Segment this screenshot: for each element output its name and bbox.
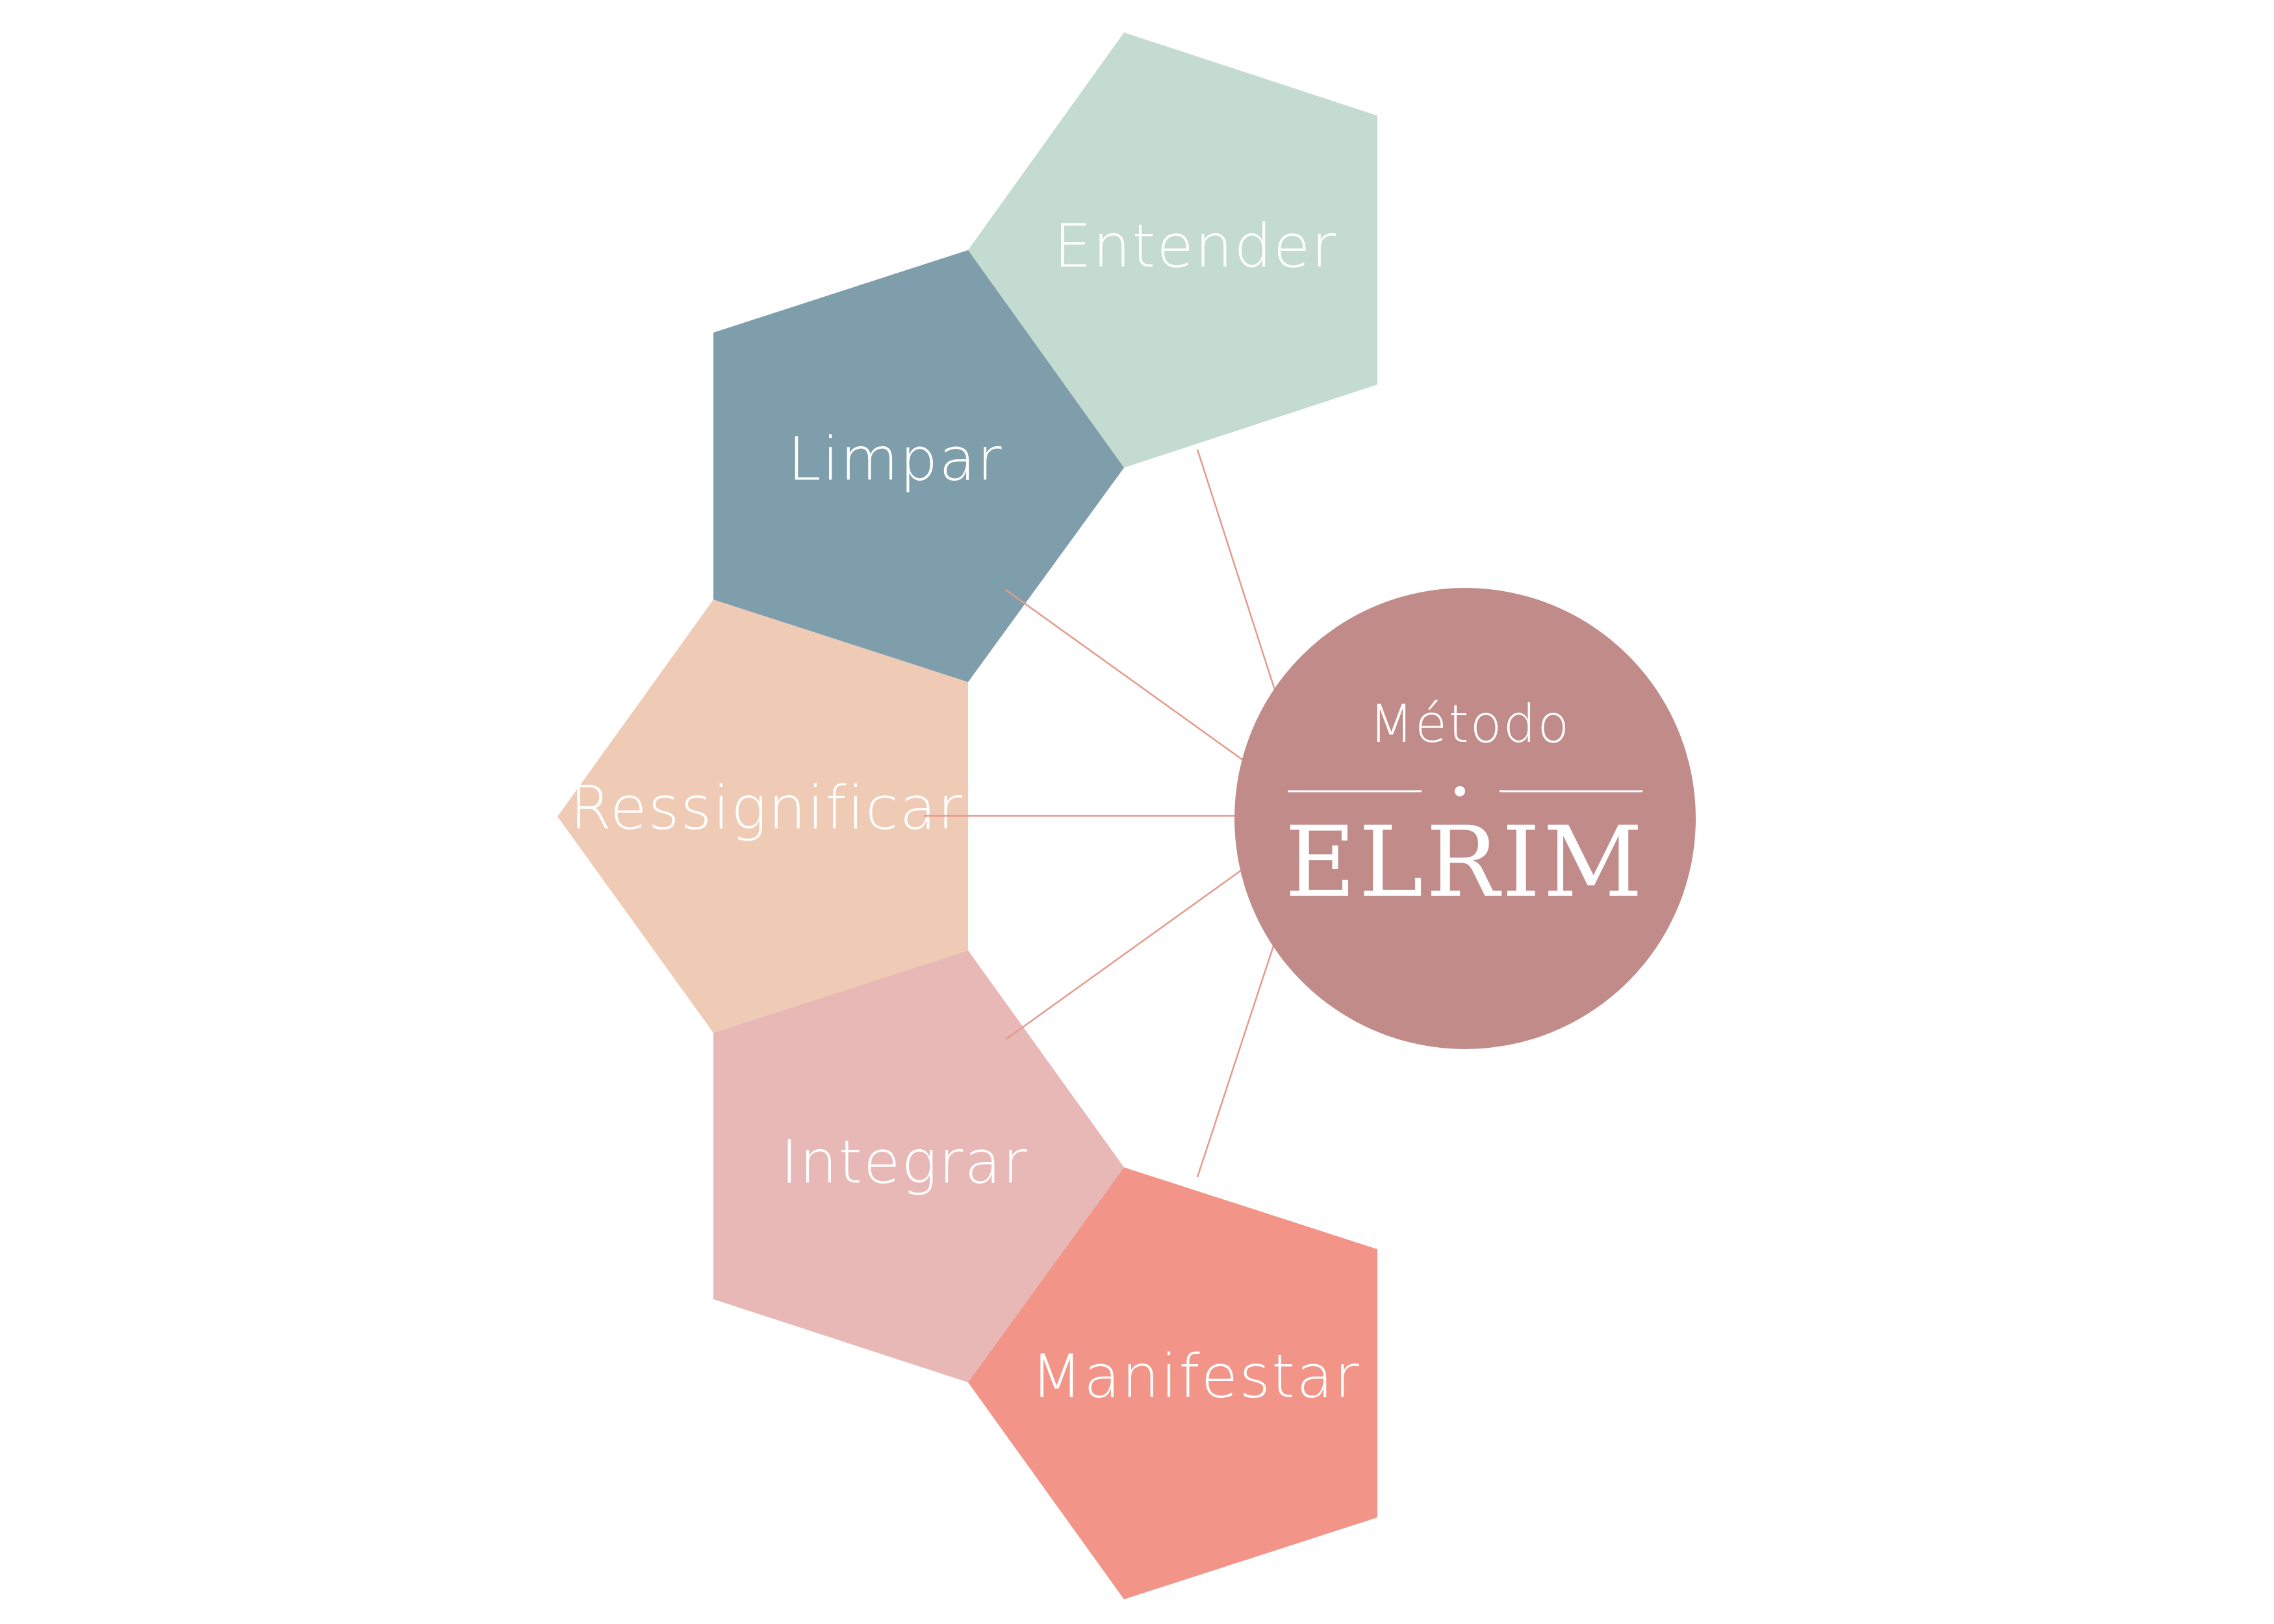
step-integrar: Integrar: [713, 950, 1124, 1382]
step-entender: Entender: [968, 32, 1377, 468]
pentagon-manifestar: [968, 1167, 1377, 1599]
step-label-entender: Entender: [1054, 212, 1337, 281]
connector-entender: [1196, 449, 1276, 691]
method-hub: Método ELRIM: [1234, 588, 1696, 1049]
connectors: [924, 449, 1276, 1178]
hub-circle: [1234, 588, 1696, 1049]
pentagon-limpar: [713, 250, 1124, 682]
step-label-ressignificar: Ressignificar: [570, 774, 964, 843]
connector-manifestar: [1196, 941, 1276, 1178]
connector-limpar: [1005, 589, 1244, 761]
step-ressignificar: Ressignificar: [557, 600, 968, 1033]
step-label-manifestar: Manifestar: [1031, 1342, 1361, 1412]
step-limpar: Limpar: [713, 250, 1124, 682]
step-label-limpar: Limpar: [787, 425, 1003, 494]
pentagon-ressignificar: [557, 600, 968, 1033]
hub-subtitle: Método: [1369, 694, 1570, 754]
hub-title: ELRIM: [1285, 806, 1646, 919]
hub-divider-dot: [1455, 786, 1465, 796]
pentagon-integrar: [713, 950, 1124, 1382]
step-manifestar: Manifestar: [968, 1167, 1377, 1599]
connector-integrar: [1005, 869, 1242, 1041]
step-label-integrar: Integrar: [780, 1128, 1028, 1197]
pentagon-entender: [968, 32, 1377, 468]
